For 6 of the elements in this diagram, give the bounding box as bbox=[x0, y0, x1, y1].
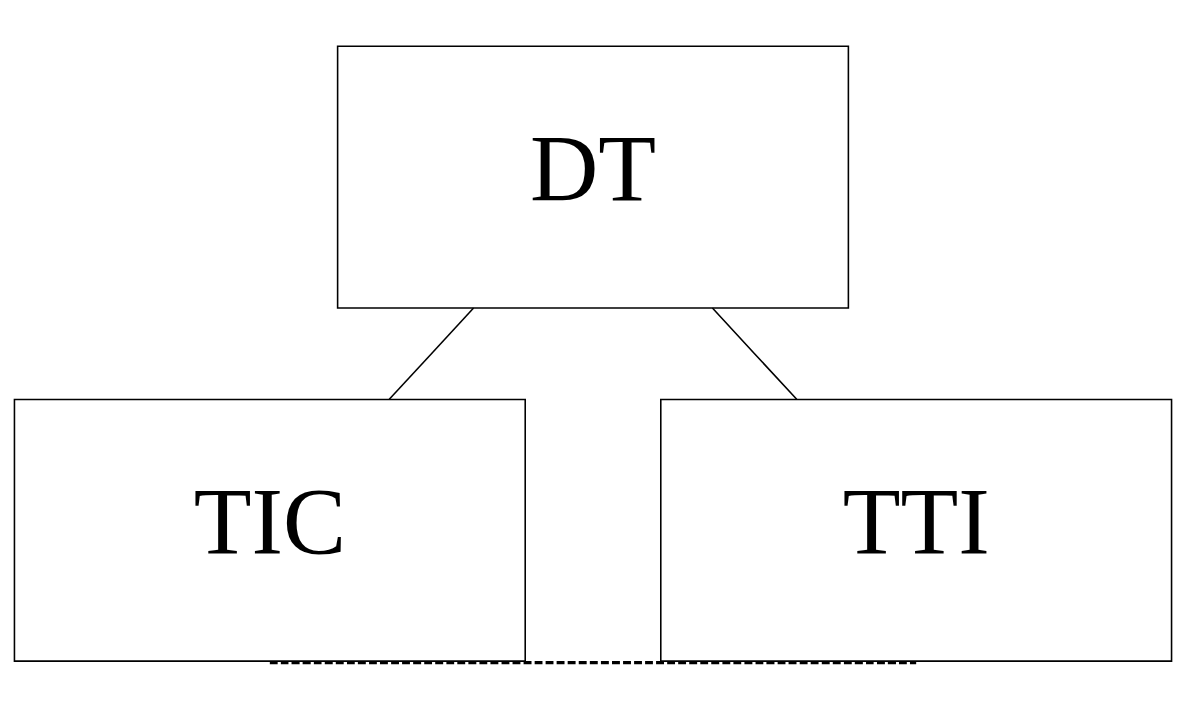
connector bbox=[711, 307, 798, 401]
connector bbox=[269, 661, 917, 665]
connector bbox=[388, 307, 475, 401]
node-box: TTI bbox=[660, 398, 1173, 662]
node-box: DT bbox=[336, 45, 850, 309]
node-box: TIC bbox=[13, 398, 526, 662]
